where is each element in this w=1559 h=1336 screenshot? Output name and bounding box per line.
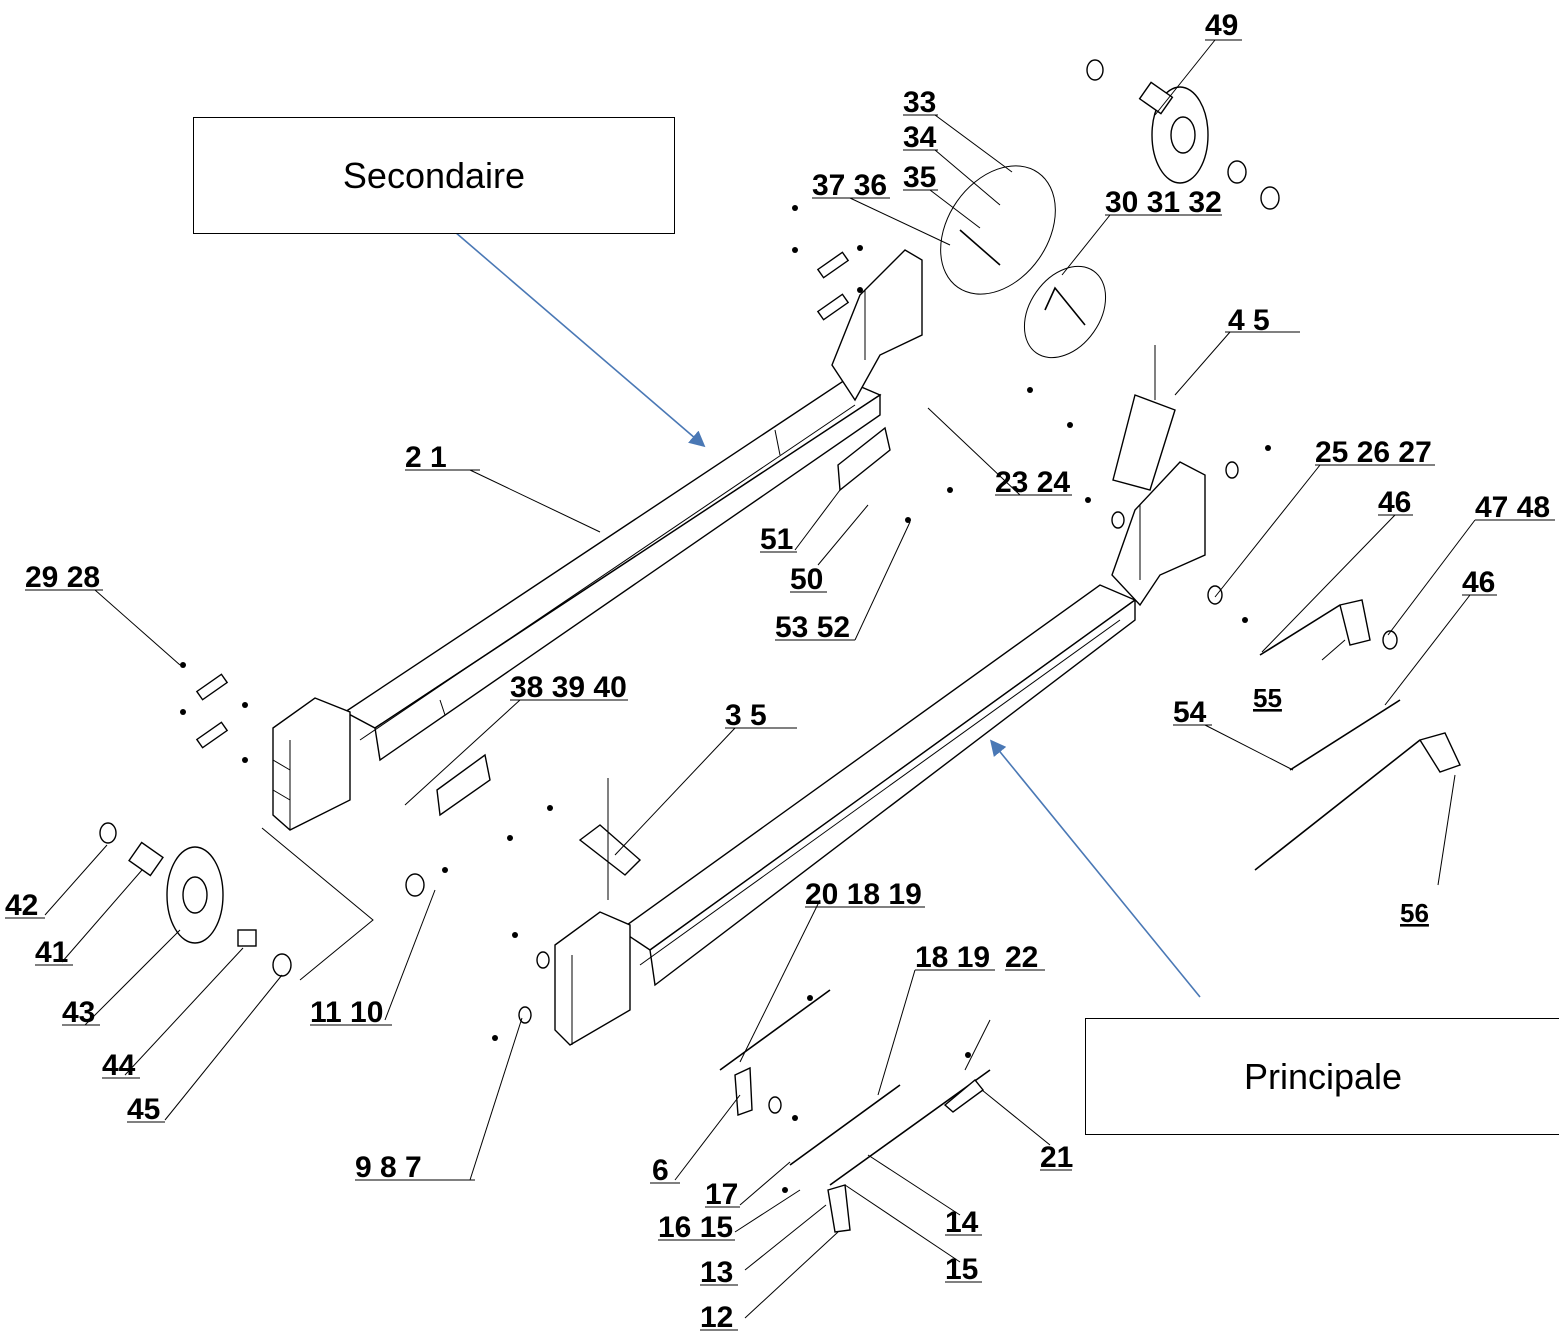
- secondary-right-end-plate: [831, 249, 923, 402]
- tension-rod-55-56: [1254, 599, 1461, 871]
- label-47-48: 47 48: [1475, 491, 1550, 524]
- label-35: 35: [903, 161, 936, 194]
- label-43: 43: [62, 996, 95, 1029]
- tension-rod-6: [719, 989, 831, 1116]
- label-53-52: 53 52: [775, 611, 850, 644]
- label-45: 45: [127, 1093, 160, 1126]
- label-41: 41: [35, 936, 68, 969]
- label-46-upper: 46: [1378, 486, 1411, 519]
- plate-51-50: [837, 426, 891, 492]
- tension-rod-12-13: [789, 1069, 991, 1233]
- label-13: 13: [700, 1256, 733, 1289]
- label-37-36: 37 36: [812, 169, 887, 202]
- label-11-10: 11 10: [310, 996, 383, 1029]
- label-29-28: 29 28: [25, 561, 100, 594]
- label-9-8-7: 9 8 7: [355, 1151, 422, 1184]
- label-25-26-27: 25 26 27: [1315, 436, 1432, 469]
- plate-38-40: [436, 753, 491, 817]
- label-55: 55: [1253, 683, 1282, 713]
- label-12: 12: [700, 1301, 733, 1334]
- label-16-15: 16 15: [658, 1211, 733, 1244]
- main-beam: [618, 584, 1137, 987]
- label-23-24: 23 24: [995, 466, 1070, 499]
- main-right-end-plate: [1111, 461, 1206, 607]
- label-51: 51: [760, 523, 793, 556]
- sprocket-left: [99, 822, 292, 977]
- hardware-dots: [180, 205, 1271, 1193]
- label-17: 17: [705, 1178, 738, 1211]
- principale-callout: Principale: [1085, 1018, 1559, 1135]
- secondary-beam: [343, 379, 882, 762]
- label-33: 33: [903, 86, 936, 119]
- label-38-39-40: 38 39 40: [510, 671, 627, 704]
- label-34: 34: [903, 121, 937, 154]
- bracket-4-5: [1112, 345, 1176, 491]
- label-2-1: 2 1: [405, 441, 447, 474]
- label-6: 6: [652, 1154, 669, 1187]
- bracket-3-5: [578, 778, 642, 900]
- label-4-5: 4 5: [1228, 304, 1270, 337]
- secondaire-arrow: [454, 231, 706, 448]
- label-30-31-32: 30 31 32: [1105, 186, 1222, 219]
- principale-label: Principale: [1243, 1055, 1403, 1097]
- label-14: 14: [945, 1206, 979, 1239]
- detail-circle-30-32: [1023, 265, 1107, 359]
- label-49: 49: [1205, 9, 1238, 42]
- washers: [195, 251, 1239, 1024]
- label-15: 15: [945, 1253, 978, 1286]
- label-18-19: 18 19: [915, 941, 990, 974]
- leader-lines: [44, 39, 1476, 1319]
- detail-circle-33-35: [940, 165, 1056, 295]
- secondary-left-end-plate: [272, 697, 351, 831]
- label-54: 54: [1173, 696, 1207, 729]
- secondaire-label: Secondaire: [342, 154, 526, 196]
- label-3-5: 3 5: [725, 699, 767, 732]
- label-21: 21: [1040, 1141, 1073, 1174]
- sprocket-top: [1086, 59, 1280, 210]
- label-22: 22: [1005, 941, 1038, 974]
- label-44: 44: [102, 1049, 136, 1082]
- label-20-18-19: 20 18 19: [805, 878, 922, 911]
- label-56: 56: [1400, 898, 1429, 928]
- label-underlines: [5, 39, 1555, 1331]
- secondaire-callout: Secondaire: [193, 117, 675, 234]
- label-46-lower: 46: [1462, 566, 1495, 599]
- principale-arrow: [989, 739, 1201, 998]
- main-left-end-plate: [554, 911, 631, 1046]
- label-42: 42: [5, 889, 38, 922]
- label-50: 50: [790, 563, 823, 596]
